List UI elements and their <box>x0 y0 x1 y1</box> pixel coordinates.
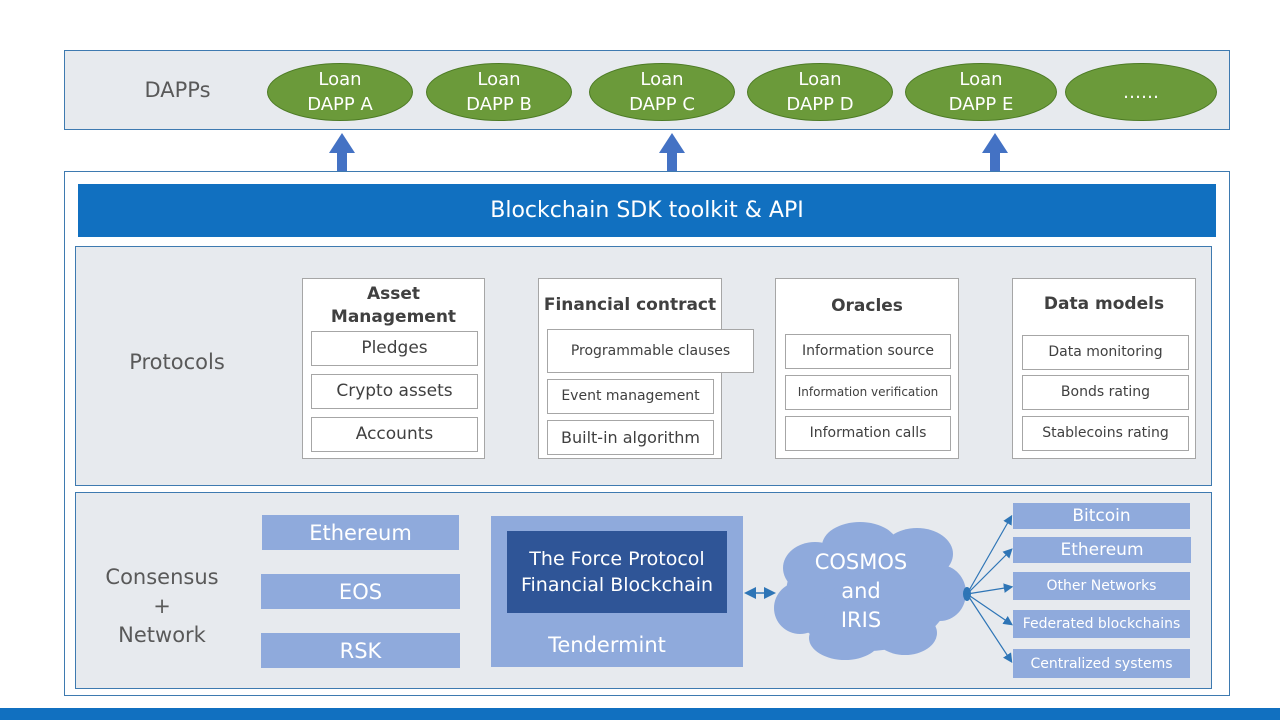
dapp-b-line1: Loan <box>477 69 521 90</box>
network-bitcoin[interactable]: Bitcoin <box>1013 503 1190 529</box>
sdk-bar: Blockchain SDK toolkit & API <box>78 184 1216 237</box>
item-data-monitoring[interactable]: Data monitoring <box>1022 335 1189 370</box>
dapps-label: DAPPs <box>144 78 211 102</box>
consensus-label-line1: Consensus <box>105 565 219 589</box>
protocols-label: Protocols <box>129 350 225 374</box>
force-line1: The Force Protocol <box>529 548 705 570</box>
dapp-a[interactable]: Loan DAPP A <box>267 63 413 121</box>
consensus-label: Consensus + Network <box>92 563 232 650</box>
tendermint-label: Tendermint <box>548 633 666 657</box>
cloud-line1: COSMOS <box>814 550 908 574</box>
network-other[interactable]: Other Networks <box>1013 572 1190 600</box>
item-programmable-clauses[interactable]: Programmable clauses <box>547 329 754 373</box>
dapp-c-line2: DAPP C <box>629 94 695 115</box>
item-crypto-assets[interactable]: Crypto assets <box>311 374 478 409</box>
network-centralized[interactable]: Centralized systems <box>1013 649 1190 678</box>
dapp-e-line1: Loan <box>959 69 1003 90</box>
chain-eos[interactable]: EOS <box>261 574 460 609</box>
force-line2: Financial Blockchain <box>520 574 714 596</box>
chain-rsk[interactable]: RSK <box>261 633 460 668</box>
dapp-d[interactable]: Loan DAPP D <box>747 63 893 121</box>
sdk-label: Blockchain SDK toolkit & API <box>490 198 804 223</box>
dapp-e-line2: DAPP E <box>948 94 1014 115</box>
dapp-d-line2: DAPP D <box>786 94 854 115</box>
footer-bar <box>0 708 1280 720</box>
cloud-line3: IRIS <box>840 608 882 632</box>
up-arrow-icon <box>982 133 1008 171</box>
item-information-source[interactable]: Information source <box>785 334 951 369</box>
dapp-d-line1: Loan <box>798 69 842 90</box>
dapp-a-line2: DAPP A <box>307 94 373 115</box>
consensus-label-line3: Network <box>118 623 206 647</box>
dapp-b[interactable]: Loan DAPP B <box>426 63 572 121</box>
item-bonds-rating[interactable]: Bonds rating <box>1022 375 1189 410</box>
consensus-label-line2: + <box>153 594 171 618</box>
cloud-line2: and <box>841 579 881 603</box>
item-stablecoins-rating[interactable]: Stablecoins rating <box>1022 416 1189 451</box>
up-arrow-icon <box>329 133 355 171</box>
item-information-calls[interactable]: Information calls <box>785 416 951 451</box>
item-pledges[interactable]: Pledges <box>311 331 478 366</box>
cosmos-cloud-icon <box>774 522 966 660</box>
network-federated[interactable]: Federated blockchains <box>1013 610 1190 638</box>
dapp-e[interactable]: Loan DAPP E <box>905 63 1057 121</box>
force-protocol-box[interactable]: The Force Protocol Financial Blockchain <box>507 531 727 613</box>
dapp-c-line1: Loan <box>640 69 684 90</box>
item-information-verification[interactable]: Information verification <box>785 375 951 410</box>
dapp-more[interactable]: …… <box>1065 63 1217 121</box>
card-title: Data models <box>1043 294 1165 314</box>
card-title: Oracles <box>831 296 903 316</box>
card-title: Financial contract <box>543 295 717 315</box>
card-title: Asset Management <box>330 284 457 327</box>
dapp-a-line1: Loan <box>318 69 362 90</box>
dapp-b-line2: DAPP B <box>466 94 532 115</box>
up-arrow-icon <box>659 133 685 171</box>
network-ethereum[interactable]: Ethereum <box>1013 537 1191 563</box>
item-built-in-algorithm[interactable]: Built-in algorithm <box>547 420 714 455</box>
item-accounts[interactable]: Accounts <box>311 417 478 452</box>
dapp-c[interactable]: Loan DAPP C <box>589 63 735 121</box>
cosmos-cloud-label[interactable]: COSMOS and IRIS <box>800 548 922 635</box>
dapp-more-label: …… <box>1123 81 1159 103</box>
chain-ethereum[interactable]: Ethereum <box>262 515 459 550</box>
item-event-management[interactable]: Event management <box>547 379 714 414</box>
